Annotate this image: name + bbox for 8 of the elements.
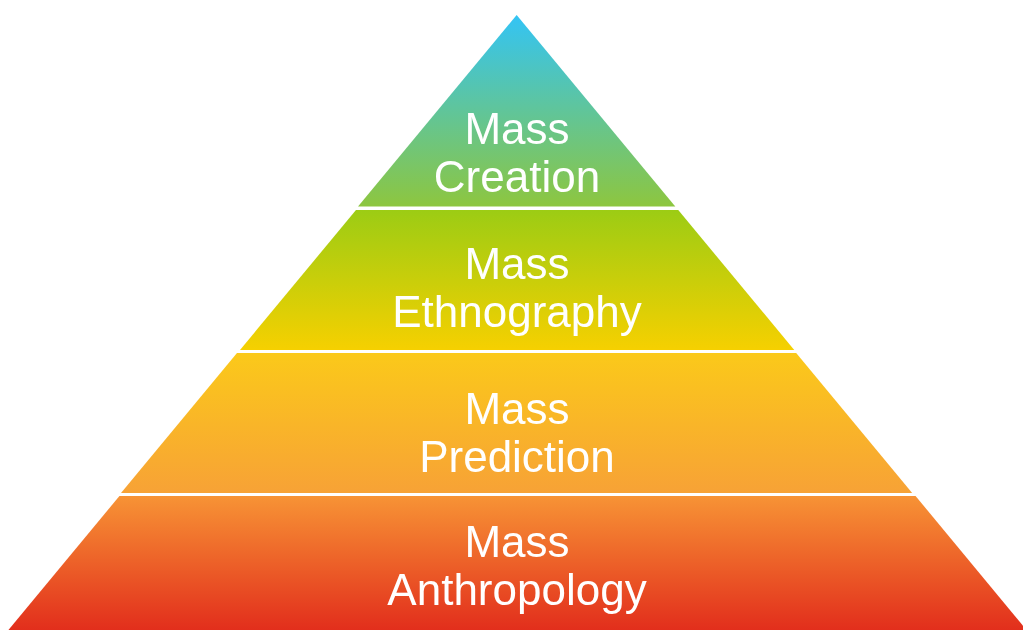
pyramid-tier: [239, 209, 795, 350]
tier-label: Mass Prediction: [419, 384, 615, 481]
pyramid-tier: [121, 352, 913, 493]
pyramid-tier: [7, 495, 1023, 630]
tier-label: Mass Ethnography: [392, 239, 642, 336]
tier-label: Mass Anthropology: [387, 518, 647, 614]
tier-label: Mass Creation: [433, 104, 601, 201]
pyramid-top-triangle: [358, 15, 676, 207]
